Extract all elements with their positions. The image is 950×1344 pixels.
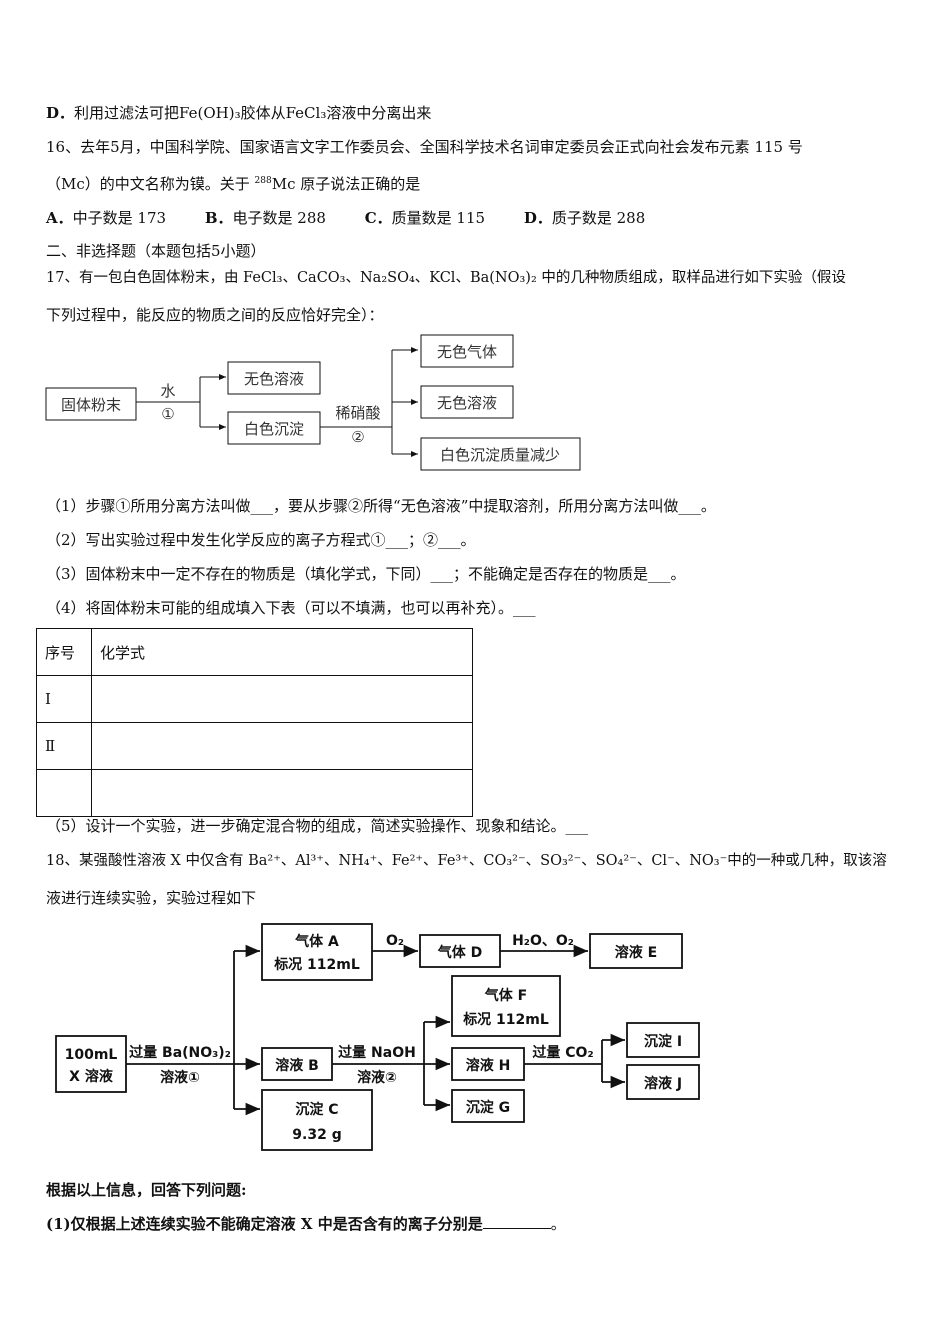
box-precipitate-c	[261, 1089, 373, 1151]
table-cell-answer[interactable]	[91, 675, 473, 723]
table-cell	[36, 769, 92, 817]
option-text: 中子数是 173	[72, 209, 167, 227]
q18-sub1-end: 。	[550, 1215, 566, 1233]
label-solution-e: 溶液 E	[615, 944, 657, 961]
q16-stem-pre: （Mc）的中文名称为镆。关于	[46, 175, 255, 193]
label-mid-top: 无色溶液	[244, 370, 304, 388]
table-row: Ⅰ	[36, 675, 473, 723]
table-header-cell: 序号	[36, 628, 92, 676]
box-precipitate-decrease	[420, 437, 581, 471]
q18-stem-line1: 18、某强酸性溶液 X 中仅含有 Ba²⁺、Al³⁺、NH₄⁺、Fe²⁺、Fe³…	[46, 853, 887, 869]
table-cell: Ⅱ	[36, 722, 92, 770]
label-step2: ②	[351, 428, 364, 446]
q17-stem-line2: 下列过程中，能反应的物质之间的反应恰好完全）：	[46, 306, 384, 324]
label-reagent1: 过量 Ba(NO₃)₂	[129, 1044, 231, 1061]
option-text: 质量数是 115	[391, 209, 486, 227]
option-text: 质子数是 288	[551, 209, 646, 227]
label-start: 固体粉末	[61, 396, 121, 414]
box-solid-powder	[45, 387, 137, 421]
box-solution-j	[626, 1064, 700, 1100]
box-precipitate-g	[451, 1089, 525, 1123]
table-cell-answer[interactable]	[91, 769, 473, 817]
label-solution-b: 溶液 B	[275, 1057, 319, 1074]
label-co2: 过量 CO₂	[532, 1044, 593, 1061]
label-precipitate-c-1: 沉淀 C	[295, 1101, 338, 1118]
label-solution-h: 溶液 H	[466, 1057, 511, 1074]
q17-sub2: （2）写出实验过程中发生化学反应的离子方程式①___；②___。	[46, 531, 476, 549]
q16-option-b: B．电子数是 288	[205, 209, 326, 227]
table-cell: Ⅰ	[36, 675, 92, 723]
label-reagent2: 过量 NaOH	[338, 1044, 416, 1061]
label-precipitate-c-2: 9.32 g	[292, 1127, 341, 1143]
label-mid-bottom: 白色沉淀	[244, 420, 304, 438]
q17-sub1: （1）步骤①所用分离方法叫做___，要从步骤②所得“无色溶液”中提取溶剂，所用分…	[46, 497, 716, 515]
q15-option-d: D．利用过滤法可把Fe(OH)₃胶体从FeCl₃溶液中分离出来	[46, 103, 431, 123]
box-solution-e	[589, 933, 683, 969]
label-nitric-acid: 稀硝酸	[335, 404, 380, 422]
q17-flow-diagram: 固体粉末 水 ① 无色溶液 白色沉淀 稀硝酸 ② 无色气体 无色溶液 白色沉淀质…	[45, 334, 581, 471]
q18-sub1-text: (1)仅根据上述连续实验不能确定溶液 X 中是否含有的离子分别是	[46, 1215, 483, 1233]
label-out1: 无色气体	[437, 343, 497, 361]
table-row: Ⅱ	[36, 722, 473, 770]
option-label: A．	[46, 209, 73, 227]
table-row	[36, 769, 473, 817]
q16-stem-post: Mc 原子说法正确的是	[271, 175, 421, 193]
table-header-row: 序号 化学式	[36, 628, 473, 676]
label-precipitate-i: 沉淀 I	[644, 1033, 682, 1050]
label-step1: ①	[161, 405, 174, 423]
label-x-2: X 溶液	[69, 1068, 114, 1085]
label-gas-f-2: 标况 112mL	[462, 1011, 549, 1028]
q18-followup: 根据以上信息，回答下列问题:	[46, 1181, 247, 1199]
box-colorless-solution	[227, 361, 321, 395]
box-colorless-gas	[420, 334, 514, 368]
q17-sub4: （4）将固体粉末可能的组成填入下表（可以不填满，也可以再补充）。___	[46, 599, 536, 617]
q18-stem-line2: 液进行连续实验，实验过程如下	[46, 889, 257, 907]
box-white-precipitate	[227, 411, 321, 445]
q17-sub3: （3）固体粉末中一定不存在的物质是（填化学式，下同）___；不能确定是否存在的物…	[46, 565, 686, 583]
q16-stem-line1: 16、去年5月，中国科学院、国家语言文字工作委员会、全国科学技术名词审定委员会正…	[46, 138, 803, 156]
q18-sub1: (1)仅根据上述连续实验不能确定溶液 X 中是否含有的离子分别是 。	[46, 1214, 566, 1234]
box-precipitate-i	[626, 1022, 700, 1058]
label-gas-a-2: 标况 112mL	[273, 956, 360, 973]
q17-stem-line1: 17、有一包白色固体粉末，由 FeCl₃、CaCO₃、Na₂SO₄、KCl、Ba…	[46, 270, 846, 286]
box-gas-f	[451, 975, 561, 1037]
option-label: D．	[523, 209, 552, 227]
label-h2o-o2: H₂O、O₂	[512, 933, 574, 949]
q16-options: A．中子数是 173 B．电子数是 288 C．质量数是 115 D．质子数是 …	[46, 208, 679, 228]
label-reagent2-b: 溶液②	[357, 1069, 397, 1086]
label-solution-j: 溶液 J	[644, 1075, 682, 1092]
label-out3: 白色沉淀质量减少	[440, 446, 560, 464]
option-label: B．	[204, 209, 233, 227]
mass-number: 288	[254, 176, 272, 186]
label-o2: O₂	[386, 933, 404, 949]
answer-blank[interactable]	[482, 1214, 551, 1229]
q16-stem-line2: （Mc）的中文名称为镆。关于 288Mc 原子说法正确的是	[46, 174, 420, 194]
q16-option-c: C．质量数是 115	[365, 209, 485, 227]
label-out2: 无色溶液	[437, 394, 497, 412]
label-gas-f-1: 气体 F	[484, 987, 527, 1004]
q16-option-a: A．中子数是 173	[46, 209, 166, 227]
section-heading: 二、非选择题（本题包括5小题）	[46, 242, 266, 260]
option-text: 利用过滤法可把Fe(OH)₃胶体从FeCl₃溶液中分离出来	[74, 104, 432, 122]
q17-answer-table: 序号 化学式 Ⅰ Ⅱ	[36, 628, 473, 817]
box-gas-a	[261, 923, 373, 981]
label-gas-d: 气体 D	[437, 944, 483, 961]
option-label: D．	[46, 104, 75, 122]
label-precipitate-g: 沉淀 G	[466, 1099, 510, 1116]
option-text: 电子数是 288	[232, 209, 326, 227]
table-cell-answer[interactable]	[91, 722, 473, 770]
q16-option-d: D．质子数是 288	[524, 209, 645, 227]
q18-flow-diagram: 100mL X 溶液 过量 Ba(NO₃)₂ 溶液① 气体 A 标况 112mL…	[55, 923, 700, 1151]
option-label: C．	[364, 209, 392, 227]
box-colorless-solution-2	[420, 385, 514, 419]
table-header-cell: 化学式	[91, 628, 473, 676]
q17-sub5: （5）设计一个实验，进一步确定混合物的组成，简述实验操作、现象和结论。___	[46, 817, 589, 835]
label-gas-a-1: 气体 A	[294, 933, 339, 950]
label-water: 水	[160, 382, 175, 400]
label-reagent1-b: 溶液①	[160, 1069, 200, 1086]
label-x-1: 100mL	[65, 1047, 118, 1063]
